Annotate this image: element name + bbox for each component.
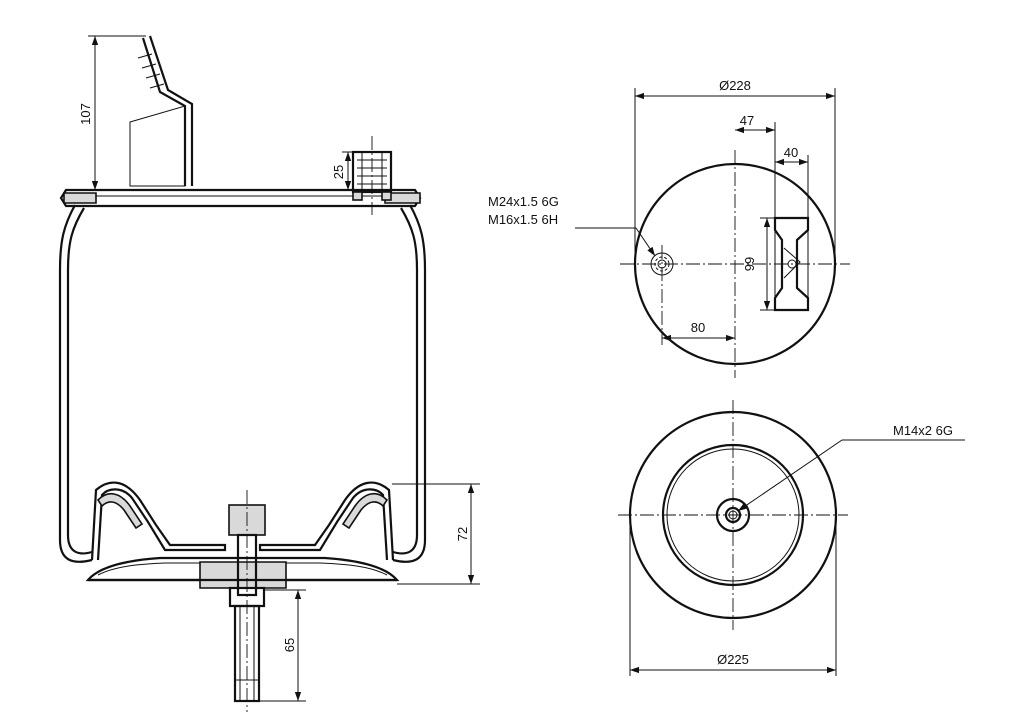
callout-thread-air: M24x1.5 6G (488, 194, 559, 209)
rubber-bellow (58, 204, 427, 563)
bracket-outline (773, 216, 810, 312)
callout-bottom-thread: M14x2 6G (737, 423, 965, 512)
dim-fitting-height: 25 (331, 151, 353, 191)
air-port (650, 245, 674, 345)
dim-bracket-width-label: 40 (784, 145, 798, 160)
dim-bottom-diameter: Ø225 (629, 515, 837, 676)
dim-fitting-height-label: 25 (331, 165, 346, 179)
bottom-view: Ø225 M14x2 6G (618, 400, 965, 676)
side-view: 107 25 72 65 (58, 35, 480, 712)
dim-bottom-diameter-label: Ø225 (717, 652, 749, 667)
dim-top-diameter: Ø228 (634, 78, 836, 264)
dim-offset-47: 47 (735, 113, 776, 218)
top-view: Ø228 47 40 99 80 M24 (488, 78, 850, 378)
dim-top-diameter-label: Ø228 (719, 78, 751, 93)
top-plate (59, 188, 422, 208)
piston (85, 481, 400, 589)
dim-stud-length-label: 65 (282, 638, 297, 652)
dim-offset-47-label: 47 (740, 113, 754, 128)
dim-port-offset-label: 80 (691, 320, 705, 335)
callout-air-threads: M24x1.5 6G M16x1.5 6H (488, 194, 656, 257)
dim-piston-height-label: 72 (455, 527, 470, 541)
dim-bracket-height: 107 (78, 35, 146, 191)
dim-bracket-width: 40 (775, 145, 809, 218)
dim-piston-height: 72 (392, 483, 480, 585)
mounting-bracket (129, 35, 194, 187)
dim-bracket-span-label: 99 (742, 257, 757, 271)
air-fitting (351, 136, 393, 215)
center-stud (228, 490, 266, 712)
dim-port-offset: 80 (662, 320, 735, 342)
dim-bracket-span: 99 (742, 217, 775, 311)
dim-bracket-height-label: 107 (78, 103, 93, 125)
callout-thread-bottom: M14x2 6G (893, 423, 953, 438)
dim-stud-length: 65 (259, 589, 306, 702)
callout-thread-port: M16x1.5 6H (488, 212, 558, 227)
